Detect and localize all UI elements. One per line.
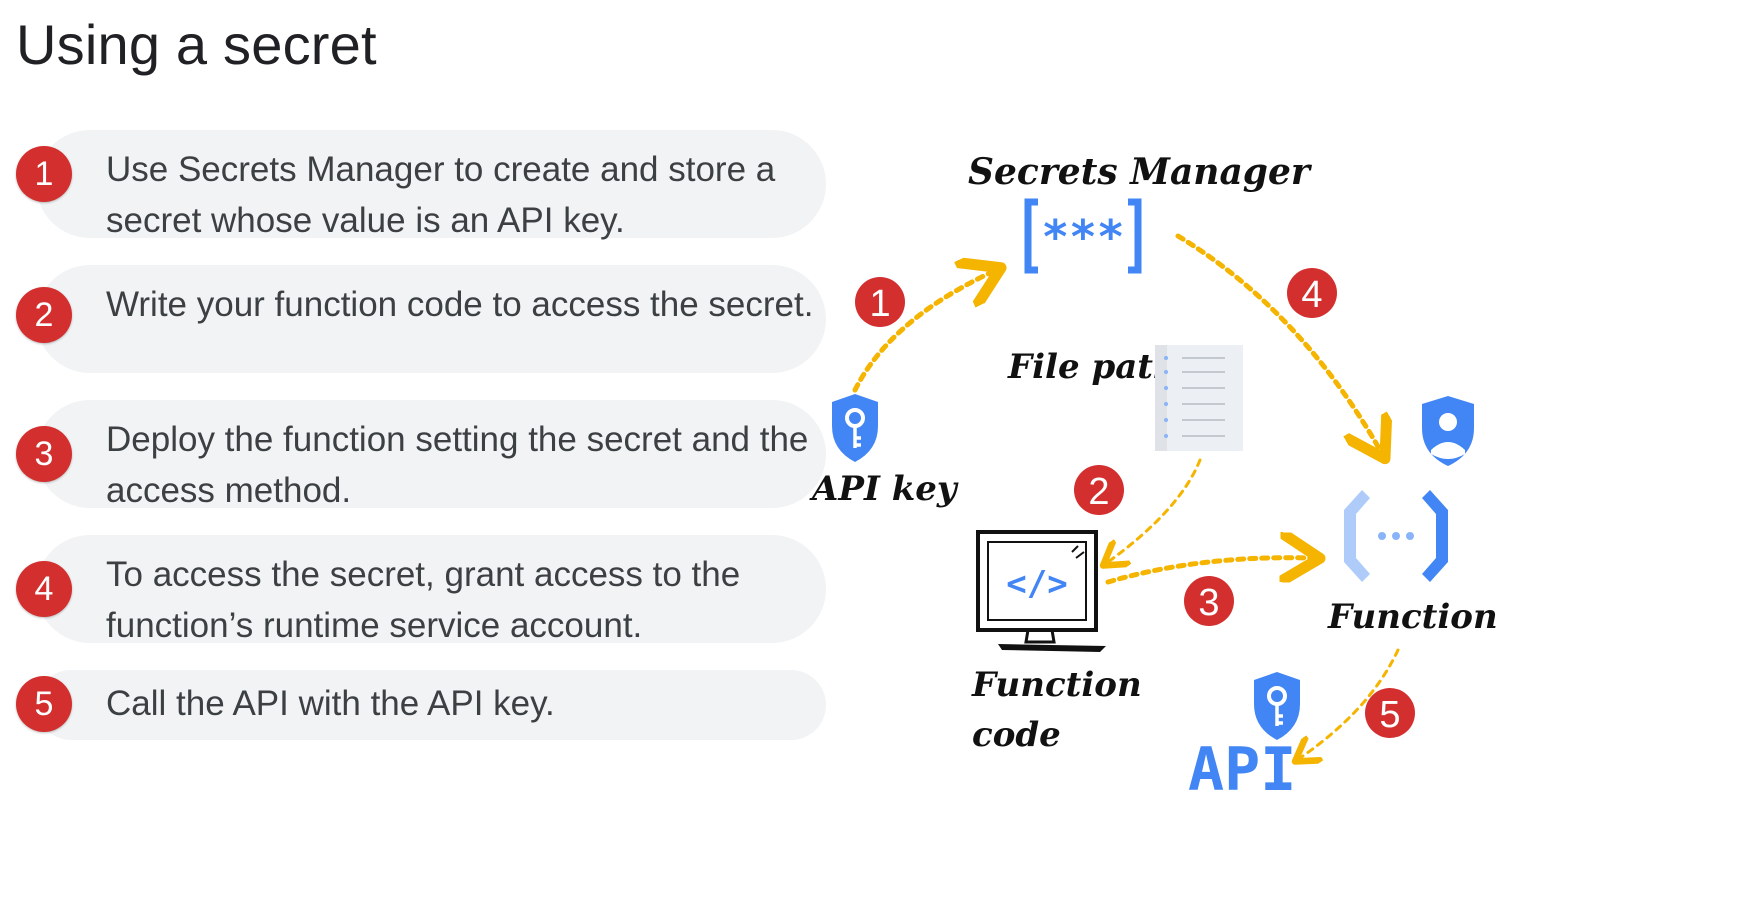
- shield-key-icon: [832, 394, 878, 462]
- step-badge-1: 1: [16, 146, 72, 202]
- secret-flow-diagram: Secrets Manager *** File path: [809, 150, 1660, 907]
- step-badge-3: 3: [16, 426, 72, 482]
- step-text: Call the API with the API key.: [106, 684, 555, 723]
- arrow-3: [1105, 558, 1310, 585]
- svg-text:1: 1: [869, 283, 890, 325]
- arrow-badge-1: 1: [855, 277, 905, 327]
- step-item-2: Write your function code to access the s…: [36, 265, 826, 373]
- page-title: Using a secret: [16, 13, 377, 76]
- code-monitor-icon: </>: [976, 530, 1106, 652]
- arrow-badge-4: 4: [1287, 268, 1337, 318]
- arrow-badge-2: 2: [1074, 465, 1124, 515]
- steps-list: Use Secrets Manager to create and store …: [0, 0, 840, 907]
- step-item-3: Deploy the function setting the secret a…: [36, 400, 826, 510]
- step-badge-2: 2: [16, 287, 72, 343]
- arrow-badge-3: 3: [1184, 576, 1234, 626]
- step-item-4: To access the secret, grant access to th…: [36, 535, 826, 645]
- function-brackets-icon: [1344, 490, 1448, 582]
- arrow-badge-5: 5: [1365, 688, 1415, 738]
- svg-text:5: 5: [1379, 694, 1400, 736]
- api-key-label: API key: [809, 469, 959, 509]
- service-account-icon: [1422, 396, 1474, 466]
- svg-text:4: 4: [1301, 274, 1322, 316]
- file-list-icon: [1155, 345, 1243, 451]
- step-text: Deploy the function setting the secret a…: [106, 420, 809, 510]
- secrets-manager-label: Secrets Manager: [968, 151, 1313, 193]
- function-code-label-line2: code: [972, 715, 1061, 755]
- file-path-label: File path: [1007, 347, 1178, 387]
- api-label: API: [1188, 735, 1296, 805]
- step-text: Write your function code to access the s…: [106, 285, 814, 324]
- arrow-2: [1108, 458, 1202, 562]
- step-text: Use Secrets Manager to create and store …: [106, 150, 776, 240]
- step-item-5: Call the API with the API key.: [36, 670, 826, 740]
- code-glyph: </>: [1006, 564, 1067, 604]
- arrow-4: [1175, 233, 1380, 450]
- step-item-1: Use Secrets Manager to create and store …: [36, 130, 826, 240]
- step-text: To access the secret, grant access to th…: [106, 555, 741, 645]
- function-code-label-line1: Function: [971, 665, 1142, 705]
- svg-text:2: 2: [1088, 471, 1109, 513]
- secrets-bracket-icon: ***: [1024, 198, 1142, 274]
- step-badge-5: 5: [16, 676, 72, 732]
- svg-text:***: ***: [1041, 210, 1124, 264]
- function-label: Function: [1327, 597, 1498, 637]
- arrow-5: [1300, 648, 1400, 758]
- arrow-1: [852, 272, 992, 393]
- api-shield-key-icon: [1254, 672, 1300, 740]
- svg-text:3: 3: [1198, 582, 1219, 624]
- step-badge-4: 4: [16, 561, 72, 617]
